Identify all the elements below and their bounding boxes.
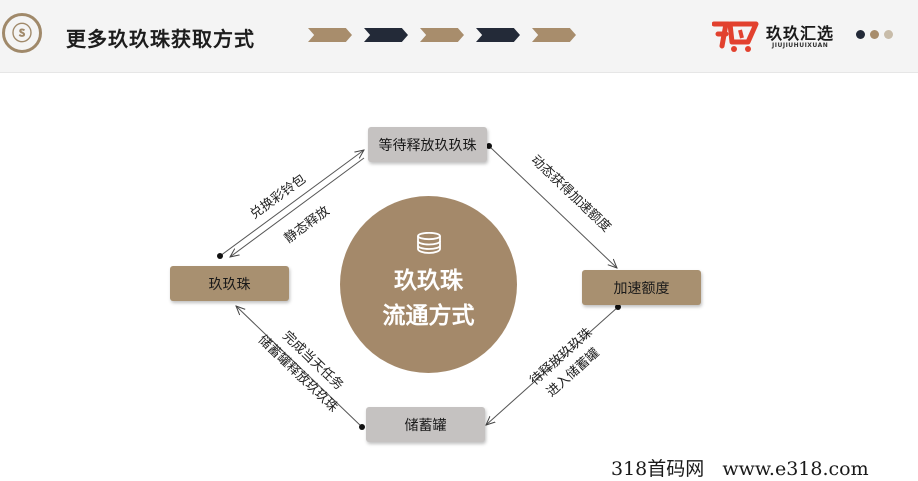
center-title-line1: 玖玖珠 — [394, 268, 463, 294]
indicator-dot — [856, 30, 865, 39]
arrow-top-to-right — [488, 145, 617, 268]
node-acceleration-quota: 加速额度 — [582, 270, 701, 305]
arrow-start-dot — [486, 143, 492, 149]
logo-glyph: ⓢ — [12, 21, 32, 45]
chevron-icon — [308, 28, 352, 42]
chevron-icon — [532, 28, 576, 42]
arrow-right-to-bottom — [486, 306, 619, 425]
brand-name: 玖玖汇选 — [766, 24, 835, 43]
arrow-left-to-top-outer — [219, 150, 364, 257]
chevron-icon — [420, 28, 464, 42]
arrow-start-dot — [359, 424, 365, 430]
chevron-decoration — [308, 28, 576, 42]
node-pending-release: 等待释放玖玖珠 — [368, 127, 487, 162]
arrow-top-to-left-inner — [230, 157, 365, 257]
arrow-start-dot — [615, 304, 621, 310]
header-bar: ⓢ 更多玖玖珠获取方式 玖玖汇选 JIUJIUHUIXUAN — [0, 0, 918, 73]
coin-stack-icon — [417, 232, 441, 254]
arrow-bottom-to-left — [236, 306, 363, 428]
center-title-line2: 流通方式 — [382, 303, 475, 329]
chevron-icon — [476, 28, 520, 42]
center-circle: 玖玖珠 流通方式 — [340, 196, 517, 373]
brand-subtitle: JIUJIUHUIXUAN — [772, 42, 829, 49]
header-logo: ⓢ — [2, 13, 42, 53]
node-jiujiu-pearl: 玖玖珠 — [170, 266, 289, 301]
node-savings-jar: 储蓄罐 — [366, 407, 485, 442]
chevron-icon — [364, 28, 408, 42]
indicator-dot — [884, 30, 893, 39]
indicator-dot — [870, 30, 879, 39]
page-title: 更多玖玖珠获取方式 — [66, 27, 255, 51]
watermark-text: 318首码网 www.e318.com — [611, 458, 869, 480]
arrow-start-dot — [217, 253, 223, 259]
brand-cart-icon — [712, 21, 759, 52]
dot-indicators — [856, 30, 893, 39]
